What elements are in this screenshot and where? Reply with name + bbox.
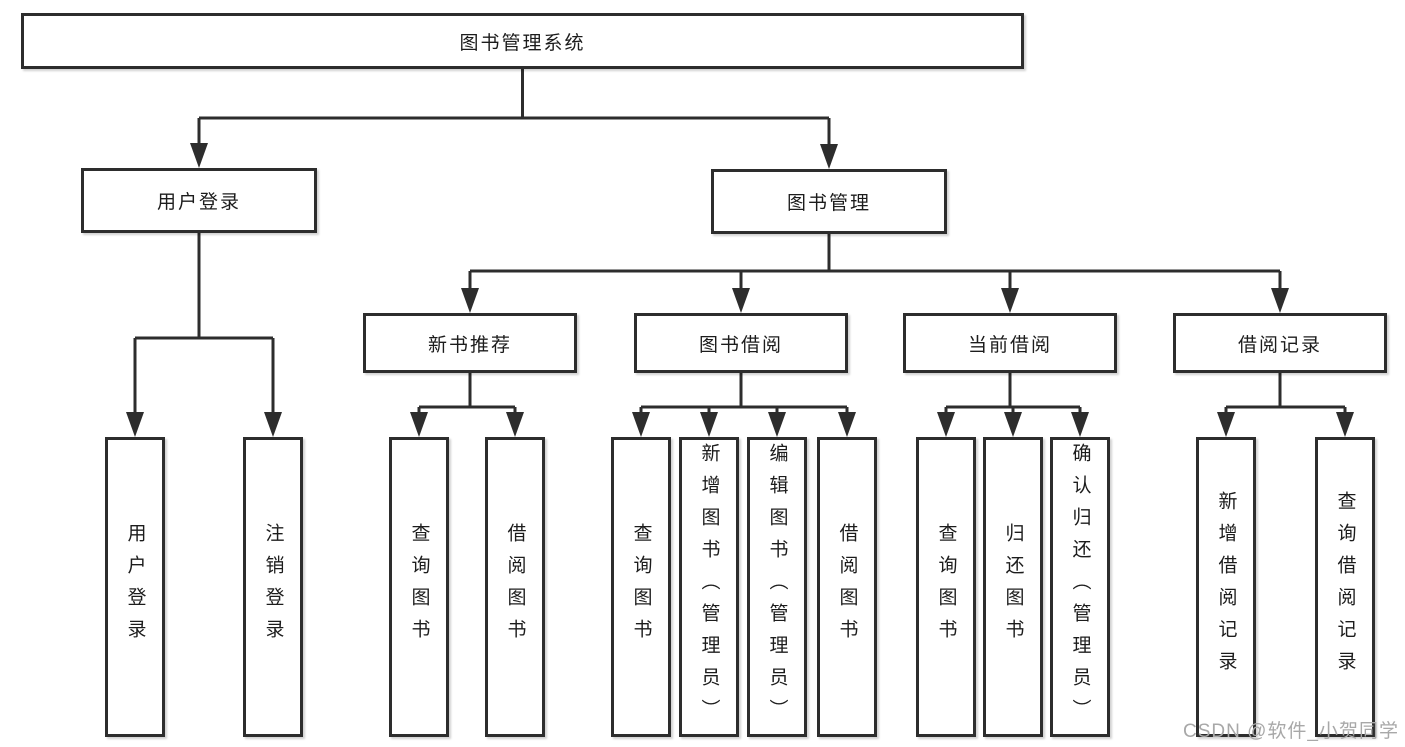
node-label: 新增借阅记录: [1215, 491, 1237, 683]
node-label: 查询图书: [408, 523, 430, 651]
node-label: 注销登录: [262, 523, 284, 651]
leaf-logout: 注销登录: [243, 437, 303, 737]
leaf-edit-books-admin: 编辑图书（管理员）: [747, 437, 807, 737]
node-label: 归还图书: [1002, 523, 1024, 651]
leaf-confirm-return-admin: 确认归还（管理员）: [1050, 437, 1110, 737]
leaf-borrow-books-recommend: 借阅图书: [485, 437, 545, 737]
node-label: 图书管理: [786, 193, 871, 214]
csdn-watermark: CSDN @软件_小贺同学: [1183, 721, 1399, 742]
node-label: 确认归还（管理员）: [1069, 443, 1091, 731]
leaf-return-books: 归还图书: [983, 437, 1043, 737]
node-label: 用户登录: [124, 523, 146, 651]
node-label: 新书推荐: [427, 334, 512, 356]
node-label: 新增图书（管理员）: [698, 443, 720, 731]
node-borrowing-records: 借阅记录: [1173, 313, 1387, 373]
node-label: 图书借阅: [698, 334, 783, 356]
leaf-query-books-recommend: 查询图书: [389, 437, 449, 737]
node-label: 查询借阅记录: [1334, 491, 1356, 683]
node-new-book-recommendation: 新书推荐: [363, 313, 577, 373]
node-label: 借阅图书: [836, 523, 858, 651]
leaf-query-books-borrowing: 查询图书: [611, 437, 671, 737]
node-label: 当前借阅: [967, 334, 1052, 356]
leaf-add-borrow-record: 新增借阅记录: [1196, 437, 1256, 737]
node-book-management-branch: 图书管理: [711, 169, 947, 234]
node-label: 图书管理系统: [459, 32, 586, 54]
node-label: 借阅图书: [504, 523, 526, 651]
leaf-user-login: 用户登录: [105, 437, 165, 737]
node-library-management-system: 图书管理系统: [21, 13, 1024, 69]
node-label: 编辑图书（管理员）: [766, 443, 788, 731]
leaf-query-borrow-record: 查询借阅记录: [1315, 437, 1375, 737]
node-label: 用户登录: [156, 192, 241, 213]
node-label: 查询图书: [935, 523, 957, 651]
leaf-borrow-books-borrowing: 借阅图书: [817, 437, 877, 737]
node-book-borrowing: 图书借阅: [634, 313, 848, 373]
leaf-query-books-current: 查询图书: [916, 437, 976, 737]
node-label: 借阅记录: [1237, 334, 1322, 356]
node-label: 查询图书: [630, 523, 652, 651]
node-current-borrowing: 当前借阅: [903, 313, 1117, 373]
leaf-add-books-admin: 新增图书（管理员）: [679, 437, 739, 737]
node-user-login-branch: 用户登录: [81, 168, 317, 233]
